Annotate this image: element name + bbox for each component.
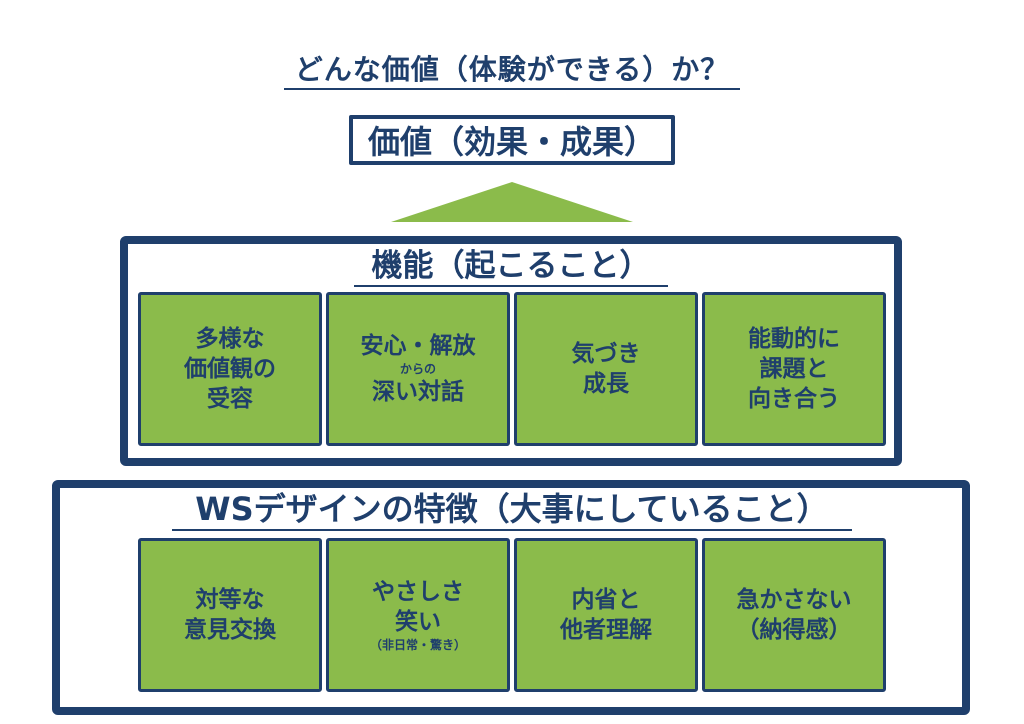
card-subline: からの	[399, 362, 436, 376]
card-line: 向き合う	[748, 386, 840, 412]
card-line: 多様な	[195, 326, 265, 352]
question-underline	[284, 88, 740, 90]
functions-title: 機能（起こること）	[371, 248, 651, 284]
card-line: 気づき	[571, 341, 641, 367]
card-line: 意見交換	[184, 617, 276, 643]
function-card-proactive-challenges: 能動的に 課題と 向き合う	[702, 292, 886, 446]
function-card-diverse-values: 多様な 価値観の 受容	[138, 292, 322, 446]
card-line: 課題と	[759, 356, 829, 382]
feature-card-kindness-laughter: やさしさ 笑い （非日常・驚き）	[326, 538, 510, 692]
features-title: WSデザインの特徴（大事にしていること）	[195, 490, 829, 528]
card-line: 安心・解放	[360, 333, 476, 359]
functions-title-underline	[354, 285, 668, 287]
card-line: 価値観の	[184, 356, 276, 382]
features-title-underline	[172, 529, 852, 531]
up-arrow-triangle-shape	[391, 182, 633, 222]
value-box: 価値（効果・成果）	[349, 115, 675, 165]
feature-card-reflection-understanding: 内省と 他者理解	[514, 538, 698, 692]
feature-card-no-rush: 急かさない （納得感）	[702, 538, 886, 692]
card-line: 他者理解	[560, 617, 652, 643]
card-line: やさしさ	[372, 579, 464, 605]
card-line: 深い対話	[372, 379, 464, 405]
up-arrow-triangle	[391, 182, 633, 222]
feature-card-equal-exchange: 対等な 意見交換	[138, 538, 322, 692]
card-subline: （非日常・驚き）	[369, 638, 466, 652]
card-line: 成長	[583, 371, 629, 397]
card-line: 受容	[207, 386, 253, 412]
card-line: （納得感）	[736, 617, 852, 643]
function-card-awareness-growth: 気づき 成長	[514, 292, 698, 446]
function-card-deep-dialogue: 安心・解放 からの 深い対話	[326, 292, 510, 446]
question-title: どんな価値（体験ができる）か？	[294, 53, 730, 86]
card-line: 急かさない	[736, 587, 852, 613]
card-line: 能動的に	[748, 326, 840, 352]
card-line: 内省と	[571, 587, 641, 613]
value-box-label: 価値（効果・成果）	[367, 123, 656, 161]
card-line: 笑い	[395, 609, 441, 635]
card-line: 対等な	[195, 587, 265, 613]
